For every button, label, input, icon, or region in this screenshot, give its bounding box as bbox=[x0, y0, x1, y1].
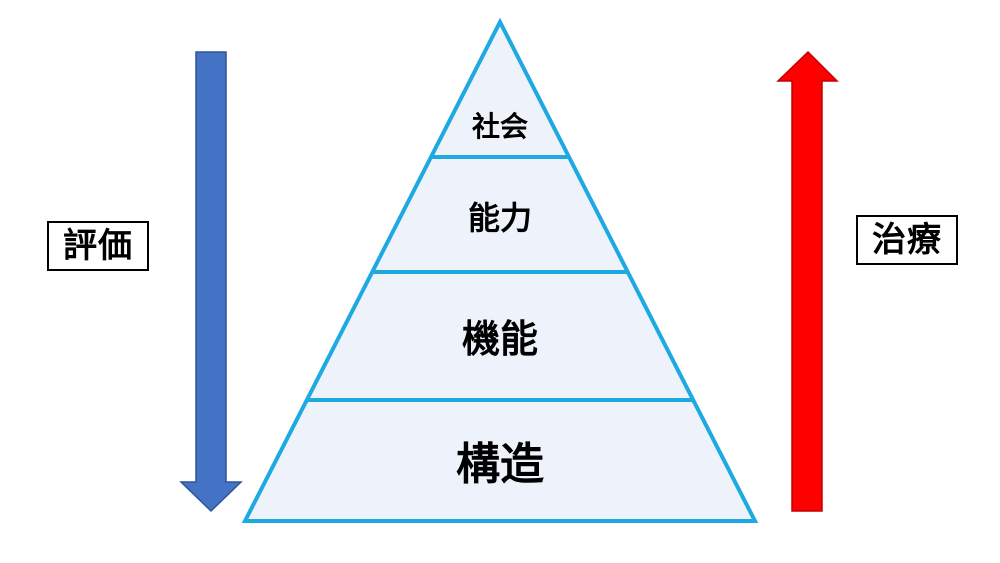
treatment-label-box: 治療 bbox=[856, 215, 958, 265]
level-label-ability: 能力 bbox=[468, 199, 532, 237]
level-label-structure: 構造 bbox=[456, 439, 544, 490]
level-label-function: 機能 bbox=[462, 317, 538, 361]
treatment-label: 治療 bbox=[872, 220, 942, 260]
level-label-society: 社会 bbox=[472, 110, 528, 143]
evaluation-label: 評価 bbox=[63, 226, 133, 266]
down-arrow bbox=[179, 51, 243, 513]
up-arrow bbox=[776, 50, 839, 512]
evaluation-label-box: 評価 bbox=[47, 221, 149, 271]
